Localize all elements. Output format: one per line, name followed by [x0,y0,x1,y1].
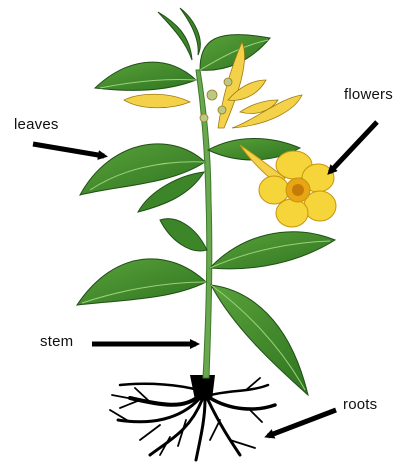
label-leaves: leaves [14,116,59,133]
arrow-flowers [330,122,377,172]
arrow-roots [268,410,336,436]
roots-icon [110,375,275,460]
label-flowers: flowers [344,86,393,103]
arrow-leaves [33,144,104,156]
flower-icon [240,145,336,227]
label-roots: roots [343,396,377,413]
label-stem: stem [40,333,73,350]
